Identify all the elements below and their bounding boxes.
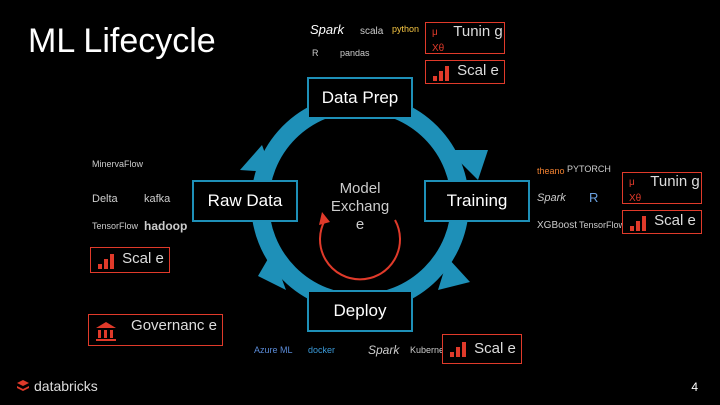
logo-delta: Delta xyxy=(92,193,118,205)
stage-training-label: Training xyxy=(446,191,508,210)
callout-scale-right-label: Scal e xyxy=(654,212,696,229)
left-logo-group: MinervaFlow Delta kafka TensorFlow hadoo… xyxy=(88,155,188,235)
brand-name: databricks xyxy=(34,378,98,394)
stage-raw-data-label: Raw Data xyxy=(207,191,283,210)
callout-scale-bottom-label: Scal e xyxy=(474,340,516,357)
scale-bars-icon xyxy=(433,65,449,81)
callout-scale-bottom: Scal e xyxy=(442,334,522,364)
arrow-head-training-to-deploy xyxy=(438,258,470,290)
brand-footer: databricks xyxy=(16,378,98,394)
stage-data-prep-label: Data Prep xyxy=(321,88,399,107)
arrow-head-prep-to-training xyxy=(448,150,488,180)
bottom-logo-group: Azure ML docker Spark Kubernetes xyxy=(250,335,456,367)
logo-r-right: R xyxy=(589,190,599,205)
callout-scale-top: Scal e xyxy=(425,60,505,84)
callout-governance: Governanc e xyxy=(88,314,223,346)
scale-bars-icon xyxy=(98,253,114,269)
callout-scale-top-label: Scal e xyxy=(457,62,499,79)
top-logo-group: Spark scala python R pandas xyxy=(310,22,420,70)
logo-pytorch: PYTORCH xyxy=(567,164,611,174)
logo-kubernetes: Kubernetes xyxy=(410,345,457,355)
logo-tensorflow: TensorFlow xyxy=(92,221,139,231)
stage-deploy-label: Deploy xyxy=(333,301,387,320)
logo-spark: Spark xyxy=(310,22,344,37)
logo-docker: docker xyxy=(308,345,336,355)
stage-deploy: Deploy xyxy=(307,290,413,332)
logo-xgboost: XGBoost xyxy=(537,220,578,231)
callout-scale-right: Scal e xyxy=(622,210,702,234)
logo-pandas: pandas xyxy=(340,48,370,58)
callout-tuning-top-label: Tunin g xyxy=(453,23,503,40)
callout-governance-label: Governanc e xyxy=(131,317,217,334)
logo-kafka: kafka xyxy=(144,193,171,205)
right-logo-group: theano PYTORCH Spark R XGBoost TensorFlo… xyxy=(533,158,625,236)
callout-tuning-right-label: Tunin g xyxy=(650,173,700,190)
scale-bars-icon xyxy=(630,215,646,231)
logo-azure-ml: Azure ML xyxy=(254,345,293,355)
arrow-head-raw-to-prep xyxy=(240,145,272,172)
logo-tensorflow-right: TensorFlow xyxy=(579,220,626,230)
stage-training: Training xyxy=(424,180,530,222)
logo-scala: scala xyxy=(360,26,384,37)
logo-r: R xyxy=(312,48,319,58)
stage-data-prep: Data Prep xyxy=(307,77,413,119)
logo-theano: theano xyxy=(537,166,565,176)
logo-hadoop: hadoop xyxy=(144,219,188,233)
model-exchange-label: Model Exchang e xyxy=(330,180,390,233)
logo-python: python xyxy=(392,24,420,34)
logo-spark-right: Spark xyxy=(537,192,566,204)
logo-minervaflow: MinervaFlow xyxy=(92,159,144,169)
scale-bars-icon xyxy=(450,341,466,357)
logo-spark-bottom: Spark xyxy=(368,343,400,357)
callout-scale-left: Scal e xyxy=(90,247,170,273)
stage-raw-data: Raw Data xyxy=(192,180,298,222)
governance-building-icon xyxy=(96,322,116,341)
page-number: 4 xyxy=(691,380,698,394)
slide-title: ML Lifecycle xyxy=(28,22,216,60)
databricks-logo-icon xyxy=(17,380,29,391)
model-exchange-cycle-arrow xyxy=(319,219,401,281)
arrow-head-deploy-to-raw xyxy=(258,252,286,290)
callout-scale-left-label: Scal e xyxy=(122,250,164,267)
